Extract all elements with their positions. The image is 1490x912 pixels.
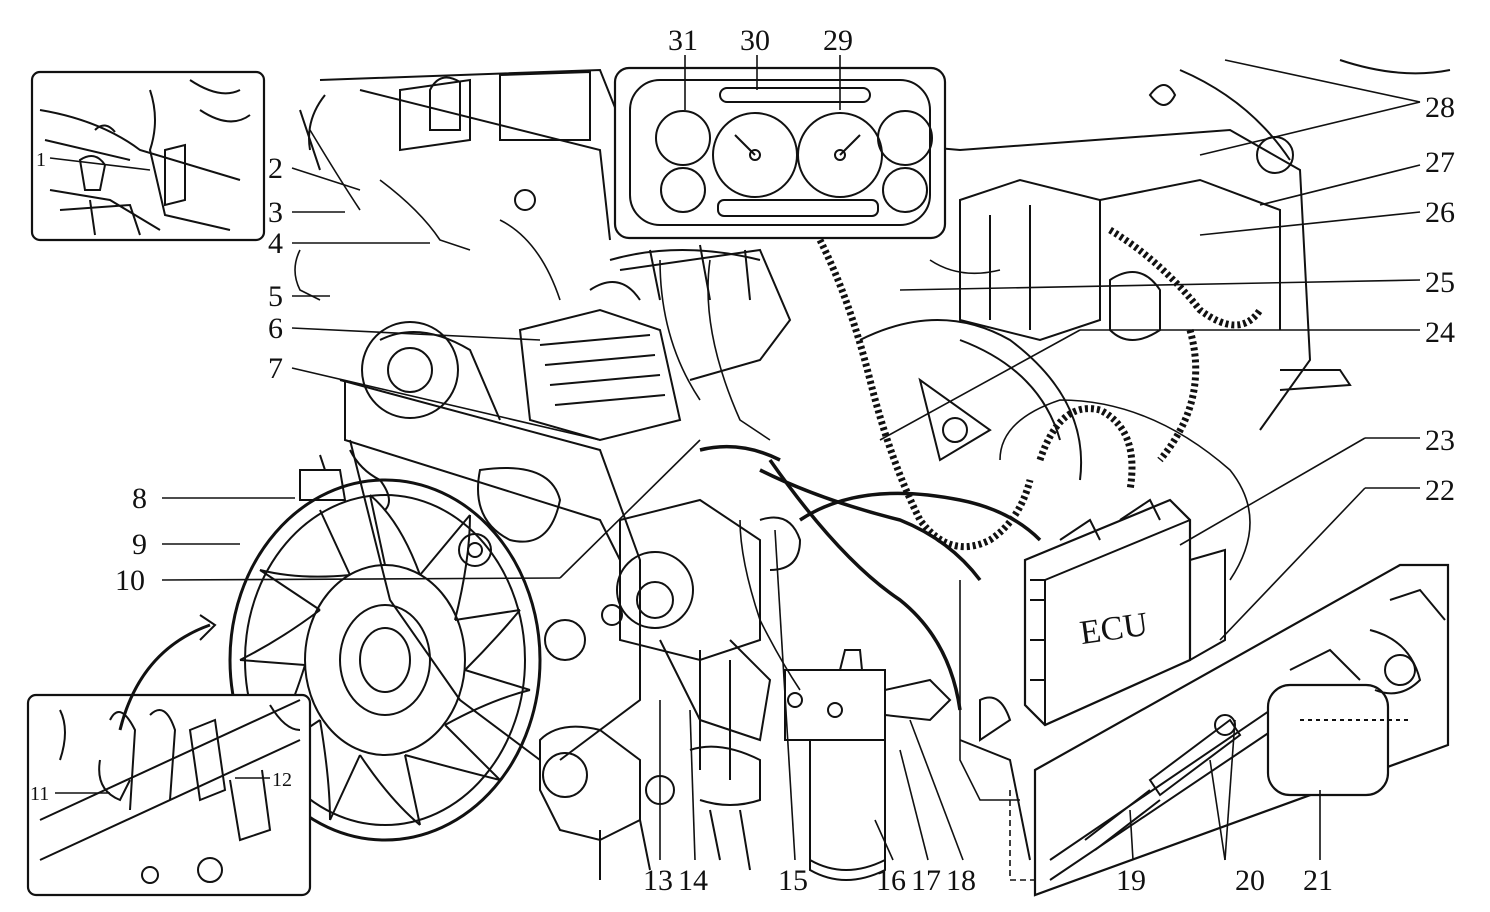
callout-12: 12 bbox=[272, 769, 292, 791]
callout-9: 9 bbox=[132, 528, 147, 561]
leader-23b bbox=[1179, 437, 1366, 546]
leader-20a bbox=[1224, 719, 1236, 861]
leader-10b bbox=[559, 439, 701, 579]
leader-14 bbox=[689, 709, 696, 861]
leader-lines bbox=[49, 55, 1421, 861]
leader-28a bbox=[1224, 59, 1421, 103]
inset-bottom-right bbox=[1033, 563, 1450, 897]
inset-bottom-left bbox=[26, 614, 312, 897]
wiring-harness bbox=[294, 129, 1263, 881]
leader-28b bbox=[1199, 101, 1421, 156]
leader-10 bbox=[161, 577, 561, 581]
callout-20: 20 bbox=[1235, 864, 1265, 897]
leader-6 bbox=[291, 327, 541, 341]
leader-2 bbox=[291, 167, 361, 191]
callout-8: 8 bbox=[132, 482, 147, 515]
leader-26 bbox=[1199, 211, 1421, 236]
callout-1: 1 bbox=[36, 149, 46, 171]
leader-15 bbox=[774, 529, 796, 861]
callout-13: 13 bbox=[643, 864, 673, 897]
fuel-pump-assembly bbox=[539, 498, 952, 881]
leader-22b bbox=[1219, 487, 1366, 641]
callout-19: 19 bbox=[1116, 864, 1146, 897]
cooling-fan bbox=[228, 478, 542, 842]
callout-23: 23 bbox=[1425, 424, 1455, 457]
leader-7 bbox=[291, 367, 601, 441]
callout-31: 31 bbox=[668, 24, 698, 57]
callout-29: 29 bbox=[823, 24, 853, 57]
callout-14: 14 bbox=[678, 864, 708, 897]
callout-30: 30 bbox=[740, 24, 770, 57]
leader-20b bbox=[1209, 759, 1226, 861]
callout-3: 3 bbox=[268, 196, 283, 229]
leader-1 bbox=[49, 157, 151, 171]
callout-7: 7 bbox=[268, 352, 283, 385]
callout-6: 6 bbox=[268, 312, 283, 345]
callout-28: 28 bbox=[1425, 91, 1455, 124]
leader-18 bbox=[909, 719, 964, 861]
callout-25: 25 bbox=[1425, 266, 1455, 299]
callout-26: 26 bbox=[1425, 196, 1455, 229]
instrument-cluster bbox=[613, 66, 947, 240]
leader-16 bbox=[874, 819, 894, 861]
callout-22: 22 bbox=[1425, 474, 1455, 507]
callout-10: 10 bbox=[115, 564, 145, 597]
leader-17 bbox=[899, 749, 929, 861]
ecu-unit bbox=[1023, 498, 1226, 727]
callout-16: 16 bbox=[876, 864, 906, 897]
callout-27: 27 bbox=[1425, 146, 1455, 179]
callout-11: 11 bbox=[30, 783, 49, 805]
callout-17: 17 bbox=[911, 864, 941, 897]
callout-5: 5 bbox=[268, 280, 283, 313]
leader-27 bbox=[1259, 164, 1421, 206]
callout-15: 15 bbox=[778, 864, 808, 897]
leader-24b bbox=[879, 329, 1081, 441]
inset-top-left bbox=[30, 70, 266, 242]
callout-4: 4 bbox=[268, 227, 283, 260]
callout-21: 21 bbox=[1303, 864, 1333, 897]
callout-18: 18 bbox=[946, 864, 976, 897]
leader-25 bbox=[899, 279, 1421, 291]
callout-labels: 1 2 3 4 5 6 7 8 9 10 11 12 13 14 15 16 1… bbox=[30, 24, 1455, 897]
leader-19 bbox=[1129, 809, 1134, 861]
callout-2: 2 bbox=[268, 152, 283, 185]
callout-24: 24 bbox=[1425, 316, 1455, 349]
